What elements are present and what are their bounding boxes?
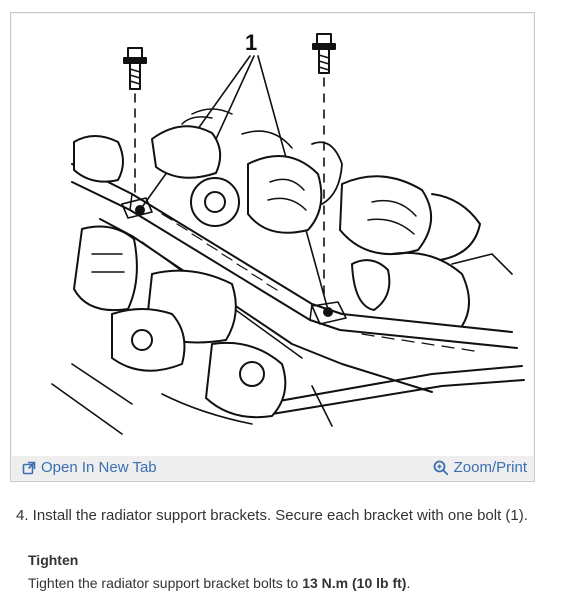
step-instruction: 4. Install the radiator support brackets… [16, 507, 528, 524]
tighten-text-end: . [406, 575, 411, 591]
open-in-new-tab-link[interactable]: Open In New Tab [22, 459, 157, 476]
torque-spec: 13 N.m (10 lb ft) [302, 575, 407, 591]
zoom-print-label: Zoom/Print [453, 459, 527, 476]
bolt-left [123, 47, 147, 193]
open-in-new-tab-label: Open In New Tab [41, 459, 157, 476]
figure-toolbar: Open In New Tab Zoom/Print [12, 456, 533, 480]
engine-diagram-image: 1 [12, 14, 533, 457]
bolt-right [312, 33, 336, 295]
tighten-instruction: Tighten the radiator support bracket bol… [28, 575, 410, 591]
magnifier-icon [433, 460, 449, 476]
zoom-print-link[interactable]: Zoom/Print [433, 459, 527, 476]
figure-frame: 1 [10, 12, 535, 482]
callout-label: 1 [245, 30, 257, 55]
tighten-heading: Tighten [28, 552, 79, 568]
open-new-tab-icon [22, 461, 36, 475]
tighten-text: Tighten the radiator support bracket bol… [28, 575, 303, 591]
